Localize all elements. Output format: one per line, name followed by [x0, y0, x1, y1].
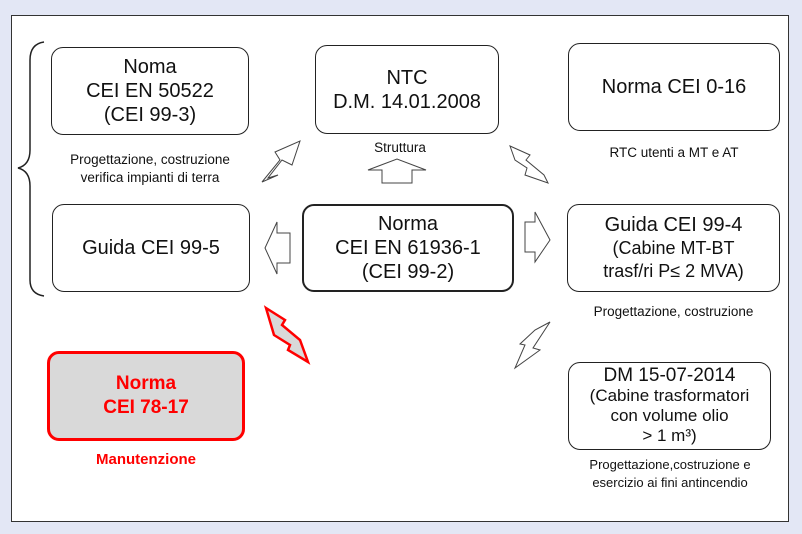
- box-line: NTC: [386, 66, 428, 89]
- box-line: con volume olio: [610, 406, 729, 425]
- box-ntc: NTC D.M. 14.01.2008: [315, 45, 499, 134]
- caption-line: verifica impianti di terra: [80, 170, 220, 185]
- box-line: CEI EN 61936-1: [335, 237, 481, 259]
- caption-dm: Progettazione,costruzione e esercizio ai…: [560, 456, 780, 492]
- box-line: DM 15-07-2014: [603, 365, 736, 386]
- box-line: (Cabine trasformatori: [589, 386, 750, 405]
- box-line: Norma: [377, 213, 438, 235]
- caption-cei016: RTC utenti a MT e AT: [609, 145, 739, 160]
- box-line: D.M. 14.01.2008: [333, 90, 481, 113]
- box-line: Norma: [115, 373, 177, 394]
- caption-cei7817: Manutenzione: [96, 451, 196, 468]
- box-line: Norma CEI 0-16: [601, 76, 747, 98]
- arrow-left-to-guida995: [264, 221, 291, 275]
- box-line: trasf/ri P≤ 2 MVA): [603, 260, 744, 281]
- box-line: CEI 78-17: [103, 397, 189, 418]
- arrow-right-to-guida994: [524, 211, 551, 264]
- caption-cei50522: Progettazione, costruzione verifica impi…: [45, 151, 255, 187]
- caption-ntc: Struttura: [374, 140, 426, 155]
- arrow-down-to-dm: [513, 321, 551, 370]
- box-line: (CEI 99-2): [361, 261, 455, 283]
- caption-guida994: Progettazione, costruzione: [593, 304, 754, 319]
- box-cei-en-61936-1: Norma CEI EN 61936-1 (CEI 99-2): [302, 204, 514, 292]
- box-dm-15-07-2014: DM 15-07-2014 (Cabine trasformatori con …: [568, 362, 771, 450]
- box-line: Guida CEI 99-5: [82, 237, 220, 259]
- caption-line: Progettazione,costruzione e: [589, 457, 751, 472]
- box-line: (Cabine MT-BT: [612, 237, 735, 258]
- box-guida-cei-99-5: Guida CEI 99-5: [52, 204, 250, 292]
- left-brace: [17, 41, 45, 297]
- box-line: (CEI 99-3): [103, 104, 197, 126]
- box-line: Noma: [123, 56, 177, 78]
- box-guida-cei-99-4: Guida CEI 99-4 (Cabine MT-BT trasf/ri P≤…: [567, 204, 780, 292]
- arrow-up-to-ntc: [367, 158, 427, 184]
- box-line: CEI EN 50522: [86, 80, 214, 102]
- caption-line: Progettazione, costruzione: [70, 152, 230, 167]
- box-cei-78-17: Norma CEI 78-17: [47, 351, 245, 441]
- caption-line: esercizio ai fini antincendio: [592, 475, 748, 490]
- arrow-to-cei016: [509, 145, 549, 184]
- arrow-to-cei50522: [261, 140, 301, 183]
- box-line: > 1 m³): [642, 426, 697, 445]
- arrow-to-cei7817: [263, 305, 311, 365]
- box-cei-en-50522: Noma CEI EN 50522 (CEI 99-3): [51, 47, 249, 135]
- box-cei-0-16: Norma CEI 0-16: [568, 43, 780, 131]
- box-line: Guida CEI 99-4: [604, 213, 743, 236]
